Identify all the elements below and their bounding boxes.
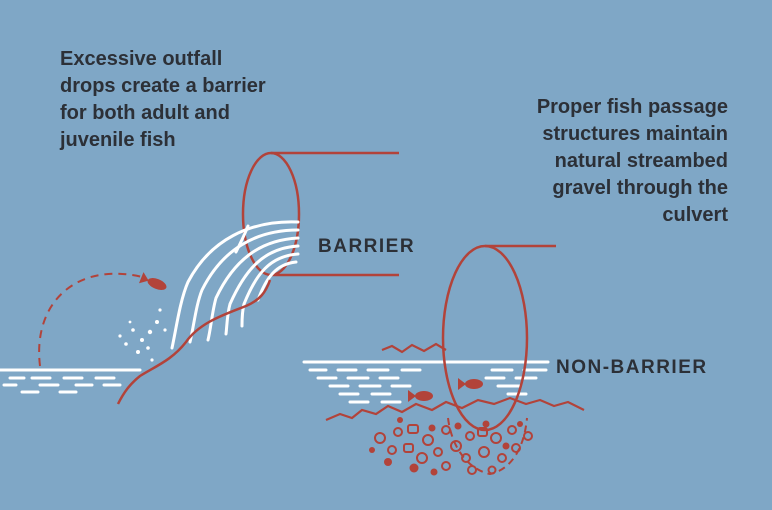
non-barrier-water-surface — [302, 360, 550, 404]
barrier-scene — [0, 151, 399, 405]
barrier-caption: Excessive outfall drops create a barrier… — [60, 48, 266, 151]
non-barrier-label: NON-BARRIER — [556, 357, 708, 378]
streambed-line — [325, 396, 585, 422]
non-barrier-scene — [302, 244, 585, 476]
non-barrier-caption: Proper fish passage structures maintain … — [536, 96, 728, 226]
barrier-water-surface — [0, 368, 142, 394]
barrier-streambank — [116, 279, 272, 405]
streambed-gravel — [374, 424, 533, 475]
streambed-gravel-filled — [369, 417, 523, 476]
upper-bank-texture — [381, 342, 447, 354]
swimming-fish-icon — [408, 390, 433, 402]
swimming-fish-icon — [458, 378, 483, 390]
waterfall-streams — [170, 220, 300, 350]
jumping-fish-icon — [138, 272, 167, 290]
barrier-label: BARRIER — [318, 236, 416, 257]
non-barrier-culvert-pipe — [441, 244, 556, 432]
splash-droplets — [118, 308, 167, 362]
fish-jump-arc — [38, 272, 147, 367]
